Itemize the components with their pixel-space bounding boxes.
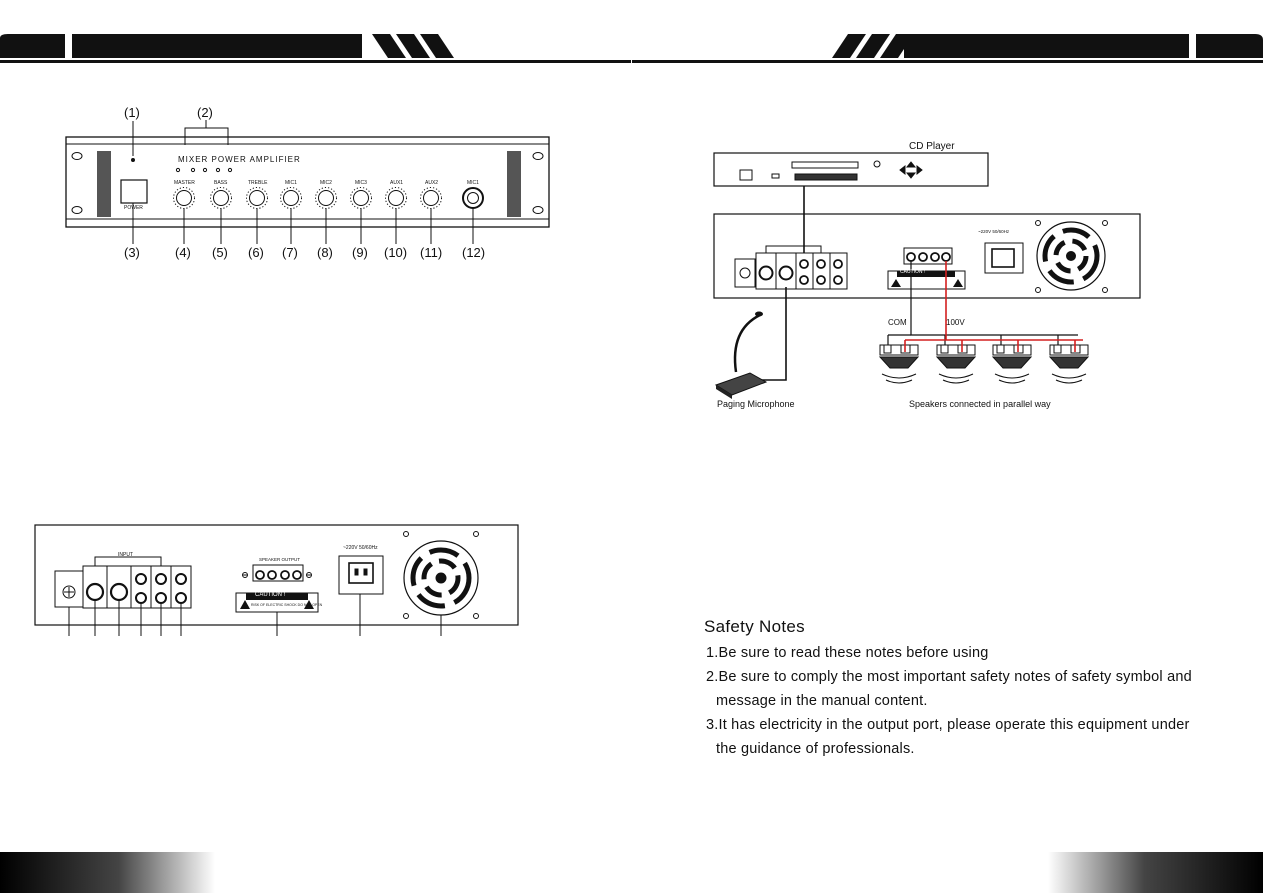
knob-mic2 <box>315 187 337 209</box>
front-panel-title: MIXER POWER AMPLIFIER <box>178 155 301 164</box>
rear-caution-title: CAUTION ! <box>255 592 286 598</box>
callout-2: (2) <box>197 105 213 120</box>
safety-note-1: 1.Be sure to read these notes before usi… <box>706 645 989 661</box>
callout-3: (3) <box>124 245 140 260</box>
cd-player-label: CD Player <box>909 141 955 152</box>
speaker-4 <box>1048 344 1090 384</box>
knob-label-mic1: MIC1 <box>285 180 297 186</box>
knob-label-aux2: AUX2 <box>425 180 439 186</box>
speaker-2 <box>935 344 977 384</box>
power-label: POWER <box>124 205 143 211</box>
rear-panel-drawing <box>34 524 519 636</box>
red-100v-wire <box>904 261 1083 352</box>
speaker-1 <box>878 344 920 384</box>
paging-microphone-caption: Paging Microphone <box>717 399 795 409</box>
knob-mic3 <box>350 187 372 209</box>
rear-speaker-output-label: SPEAKER OUTPUT <box>259 557 301 562</box>
callout-4: (4) <box>175 245 191 260</box>
knob-master <box>173 187 195 209</box>
com-label: COM <box>888 318 907 327</box>
knob-aux2 <box>420 187 442 209</box>
wiring-diagram <box>713 152 1141 399</box>
safety-notes-title: Safety Notes <box>704 617 805 636</box>
mic-jack <box>462 187 484 209</box>
speakers-parallel-caption: Speakers connected in parallel way <box>909 399 1051 409</box>
callout-7: (7) <box>282 245 298 260</box>
rear-power-spec: ~220V 50/60Hz <box>343 545 378 551</box>
wiring-caution-title: CAUTION ! <box>900 269 926 275</box>
knob-label-aux1: AUX1 <box>390 180 404 186</box>
wiring-power-spec: ~220V 50/60Hz <box>978 229 1010 234</box>
100v-label: 100V <box>946 318 965 327</box>
speaker-3 <box>991 344 1033 384</box>
rear-caution-text: RISK OF ELECTRIC SHOCK DO NOT OPEN <box>251 603 323 607</box>
header-bar-right <box>632 34 1263 63</box>
knob-label-mic3: MIC3 <box>355 180 367 186</box>
callout-6: (6) <box>248 245 264 260</box>
knob-label-bass: BASS <box>214 180 228 186</box>
knob-label-treble: TREBLE <box>248 180 268 186</box>
knob-label-mic2: MIC2 <box>320 180 332 186</box>
knob-aux1 <box>385 187 407 209</box>
safety-note-3: 3.It has electricity in the output port,… <box>706 717 1190 733</box>
callout-9: (9) <box>352 245 368 260</box>
callout-12: (12) <box>462 245 486 260</box>
footer-bar-right <box>1048 852 1263 893</box>
knob-treble <box>246 187 268 209</box>
mic-jack-label: MIC1 <box>467 180 479 186</box>
safety-note-3-cont: the guidance of professionals. <box>716 741 915 757</box>
callout-5: (5) <box>212 245 228 260</box>
knob-label-master: MASTER <box>174 180 195 186</box>
callout-10: (10) <box>384 245 408 260</box>
callout-1: (1) <box>124 105 140 120</box>
knob-mic1 <box>280 187 302 209</box>
safety-note-2-cont: message in the manual content. <box>716 693 928 709</box>
footer-bar-left <box>0 852 215 893</box>
safety-note-2: 2.Be sure to comply the most important s… <box>706 669 1192 685</box>
knob-bass <box>210 187 232 209</box>
callout-8: (8) <box>317 245 333 260</box>
rear-input-label: INPUT <box>118 552 133 558</box>
callout-11: (11) <box>420 245 443 260</box>
header-bar-left <box>0 34 631 63</box>
front-panel-drawing <box>65 120 550 244</box>
